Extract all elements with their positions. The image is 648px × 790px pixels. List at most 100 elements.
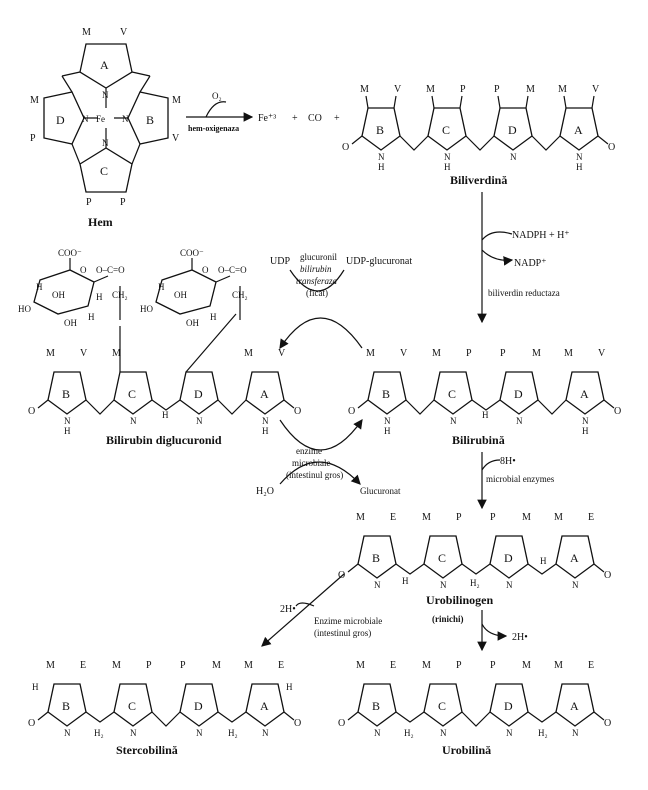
co-label: CO — [308, 113, 322, 124]
diglucuronide-h4: H — [262, 426, 269, 436]
deconjugation-enzyme-2: microbiale — [292, 458, 330, 468]
urobilin-sub-5: P — [490, 660, 496, 671]
heme-sub-bottom-p1: P — [86, 197, 92, 208]
nadph-label: NADPH + H⁺ — [512, 230, 570, 241]
urobilinogen-n1: N — [374, 580, 381, 590]
diglucuronide-o-right: O — [294, 406, 301, 417]
diglucuronide-n1: N — [64, 416, 71, 426]
bilirubin-h4: H — [582, 426, 589, 436]
bilirubin-n3: N — [516, 416, 523, 426]
diglucuronide-h1: H — [64, 426, 71, 436]
biliverdin-reductase-step: NADPH + H⁺ NADP⁺ biliverdin reductaza — [477, 192, 570, 324]
stercobilin-o-right: O — [294, 718, 301, 729]
urobilin-h2-2: H₂ — [538, 728, 548, 738]
heme-ring-b-label: B — [146, 113, 154, 127]
sugar2-oh2: OH — [186, 318, 199, 328]
heme-fe-label: Fe — [96, 114, 105, 124]
heme-sub-left-m: M — [30, 95, 39, 106]
stercobilin-sub-5: P — [180, 660, 186, 671]
urobilin-n4: N — [572, 728, 579, 738]
sugar1-h1: H — [36, 282, 43, 292]
urobilin-sub-3: M — [422, 660, 431, 671]
deconjugation-enzyme-3: (intestinul gros) — [286, 470, 343, 480]
biliverdin-sub-4: P — [460, 84, 466, 95]
urobilinogen-o-right: O — [604, 570, 611, 581]
bilirubin-diglucuronide-structure: B C D A M V M M V O O N H N H N N H Bili… — [28, 313, 301, 447]
biliverdin-sub-8: V — [592, 84, 600, 95]
stercobilin-sub-2: E — [80, 660, 86, 671]
heme-name: Hem — [88, 215, 113, 229]
urobilin-structure: B C D A M E M P P M M E O O N N N N H₂ H… — [338, 660, 611, 757]
heme-n-left: N — [82, 114, 89, 124]
stercobilin-sub-8: E — [278, 660, 284, 671]
stercobilin-2h-label: 2H• — [280, 604, 296, 615]
sugar1-h3: H — [96, 292, 103, 302]
bilirubin-sub-1: M — [366, 348, 375, 359]
diglucuronide-sub-2: V — [80, 348, 88, 359]
bilirubin-sub-6: M — [532, 348, 541, 359]
stercobilin-h2-2: H₂ — [228, 728, 238, 738]
bilirubin-h1: H — [384, 426, 391, 436]
microbial-enzymes-label: microbial enzymes — [486, 474, 555, 484]
urobilinogen-ring-c: C — [438, 551, 446, 565]
biliverdin-structure: B C D A M V M P P M M V O O N H N H N N … — [342, 84, 615, 187]
bilirubin-name: Bilirubină — [452, 433, 505, 447]
bilirubin-structure: B C D A M V M P P M M V O O N H N H N N … — [348, 348, 621, 447]
stercobilin-structure: B C D A M E M P P M M E O O N N N N H₂ H… — [28, 660, 301, 757]
conjugation-enzyme-2: bilirubin — [300, 264, 332, 274]
diglucuronide-sub-1: M — [46, 348, 55, 359]
bilirubin-sub-5: P — [500, 348, 506, 359]
stercobilin-name: Stercobilină — [116, 743, 178, 757]
biliverdin-n3: N — [510, 152, 517, 162]
urobilinogen-sub-5: P — [490, 512, 496, 523]
urobilin-sub-8: E — [588, 660, 594, 671]
biliverdin-ring-d: D — [508, 123, 517, 137]
stercobilin-ring-b: B — [62, 699, 70, 713]
urobilinogen-sub-8: E — [588, 512, 594, 523]
urobilin-sub-7: M — [554, 660, 563, 671]
urobilinogen-n4: N — [572, 580, 579, 590]
stercobilin-h-right: H — [286, 682, 293, 692]
diglucuronide-h-bridge: H — [162, 410, 169, 420]
heme-sub-top-v: V — [120, 27, 128, 38]
stercobilin-n1: N — [64, 728, 71, 738]
urobilin-ring-a: A — [570, 699, 579, 713]
stercobilin-h2-1: H₂ — [94, 728, 104, 738]
bilirubin-sub-7: M — [564, 348, 573, 359]
biliverdin-sub-6: M — [526, 84, 535, 95]
conjugation-step: UDP UDP-glucuronat glucuronil bilirubin … — [270, 252, 412, 349]
conjugation-enzyme-3: transferaza — [296, 276, 338, 286]
urobilin-sub-4: P — [456, 660, 462, 671]
diglucuronide-name: Bilirubin diglucuronid — [106, 433, 222, 447]
biliverdin-sub-2: V — [394, 84, 402, 95]
urobilin-sub-1: M — [356, 660, 365, 671]
biliverdin-ring-b: B — [376, 123, 384, 137]
glucuronide-sugars: COO⁻ O O–C=O OH HO H H OH H CH₂ COO⁻ O O… — [18, 248, 248, 328]
diglucuronide-n2: N — [130, 416, 137, 426]
sugar1-o: O — [80, 265, 87, 275]
biliverdin-sub-1: M — [360, 84, 369, 95]
heme-ring-d-label: D — [56, 113, 65, 127]
diglucuronide-sub-4: M — [244, 348, 253, 359]
heme-oxygenase-step: O₂ hem-oxigenaza Fe⁺³ + CO + — [186, 91, 340, 133]
stercobilin-sub-3: M — [112, 660, 121, 671]
stercobilin-n3: N — [196, 728, 203, 738]
urobilinogen-h3: H — [540, 556, 547, 566]
biliverdin-name: Biliverdină — [450, 173, 507, 187]
urobilin-ring-c: C — [438, 699, 446, 713]
bilirubin-sub-3: M — [432, 348, 441, 359]
8h-label: 8H• — [500, 456, 516, 467]
sugar2-ester: O–C=O — [218, 265, 247, 275]
urobilin-sub-2: E — [390, 660, 396, 671]
urobilinogen-ring-d: D — [504, 551, 513, 565]
stercobilin-sub-7: M — [244, 660, 253, 671]
urobilin-n1: N — [374, 728, 381, 738]
sugar2-ho: HO — [140, 304, 153, 314]
sugar2-ch2: CH₂ — [232, 290, 248, 300]
bilirubin-n1: N — [384, 416, 391, 426]
urobilinogen-ring-a: A — [570, 551, 579, 565]
sugar1-ch2: CH₂ — [112, 290, 128, 300]
urobilinogen-sub-6: M — [522, 512, 531, 523]
urobilin-2h-label: 2H• — [512, 632, 528, 643]
bilirubin-n4: N — [582, 416, 589, 426]
